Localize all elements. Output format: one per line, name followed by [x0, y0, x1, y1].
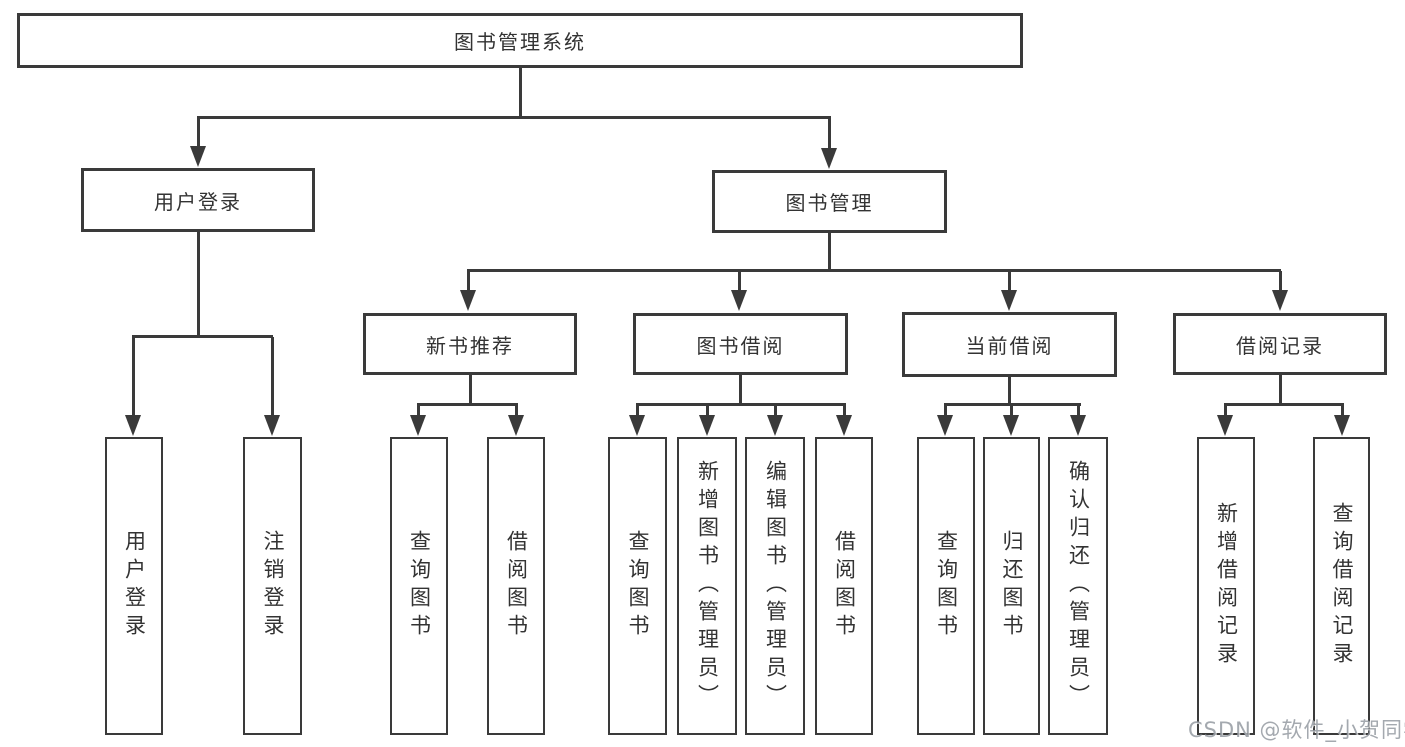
- connector-line: [197, 232, 200, 337]
- node-leaf-records-query-label: 查询借阅记录: [1330, 502, 1354, 670]
- arrowhead-down-icon: [731, 290, 747, 311]
- connector-line: [636, 403, 846, 406]
- node-book-borrow-label: 图书借阅: [696, 333, 785, 358]
- arrowhead-down-icon: [767, 415, 783, 436]
- node-borrow-records: 借阅记录: [1173, 313, 1387, 375]
- node-leaf-current-return-label: 归还图书: [1000, 530, 1024, 642]
- connector-line: [417, 403, 518, 406]
- connector-line: [739, 375, 742, 405]
- arrowhead-down-icon: [508, 415, 524, 436]
- connector-line: [1341, 405, 1344, 416]
- node-book-borrow: 图书借阅: [633, 313, 848, 375]
- node-root: 图书管理系统: [17, 13, 1023, 68]
- connector-line: [1010, 405, 1013, 416]
- arrowhead-down-icon: [460, 290, 476, 311]
- arrowhead-down-icon: [1217, 415, 1233, 436]
- connector-line: [738, 271, 741, 291]
- connector-line: [828, 118, 831, 150]
- arrowhead-down-icon: [1272, 290, 1288, 311]
- connector-line: [1224, 403, 1344, 406]
- node-leaf-logout: 注销登录: [243, 437, 302, 735]
- node-root-label: 图书管理系统: [454, 30, 586, 54]
- node-user-login-label: 用户登录: [154, 189, 242, 214]
- arrowhead-down-icon: [190, 146, 206, 167]
- node-leaf-logout-label: 注销登录: [261, 530, 285, 642]
- node-user-login: 用户登录: [81, 168, 315, 232]
- arrowhead-down-icon: [264, 415, 280, 436]
- node-leaf-borrow-edit: 编辑图书（管理员）: [745, 437, 805, 735]
- connector-line: [828, 233, 831, 271]
- node-leaf-records-query: 查询借阅记录: [1313, 437, 1370, 735]
- node-book-mgmt: 图书管理: [712, 170, 947, 233]
- node-leaf-borrow-edit-label: 编辑图书（管理员）: [763, 460, 788, 712]
- connector-line: [132, 337, 135, 415]
- connector-line: [1279, 375, 1282, 405]
- node-leaf-user-login-label: 用户登录: [122, 530, 147, 642]
- arrowhead-down-icon: [937, 415, 953, 436]
- connector-line: [1224, 405, 1227, 416]
- node-leaf-records-add: 新增借阅记录: [1197, 437, 1255, 735]
- arrowhead-down-icon: [1070, 415, 1086, 436]
- connector-line: [774, 405, 777, 416]
- connector-line: [944, 405, 947, 416]
- node-leaf-borrow-add-label: 新增图书（管理员）: [695, 460, 720, 712]
- arrowhead-down-icon: [1001, 290, 1017, 311]
- connector-line: [1279, 271, 1282, 291]
- arrowhead-down-icon: [629, 415, 645, 436]
- connector-line: [706, 405, 709, 416]
- csdn-watermark: CSDN @软件_小贺同学: [1188, 718, 1405, 742]
- node-leaf-newbook-query: 查询图书: [390, 437, 448, 735]
- node-book-mgmt-label: 图书管理: [785, 191, 874, 215]
- node-leaf-newbook-borrow-label: 借阅图书: [504, 530, 529, 642]
- connector-line: [197, 116, 831, 119]
- arrowhead-down-icon: [699, 415, 715, 436]
- node-leaf-current-confirm-label: 确认归还（管理员）: [1066, 460, 1091, 712]
- connector-line: [417, 405, 420, 416]
- node-leaf-borrow-borrow-label: 借阅图书: [832, 530, 857, 642]
- node-leaf-borrow-query-label: 查询图书: [626, 530, 650, 642]
- arrowhead-down-icon: [125, 415, 141, 436]
- connector-line: [944, 403, 1081, 406]
- connector-line: [1008, 271, 1011, 291]
- node-current-borrow: 当前借阅: [902, 312, 1117, 377]
- arrowhead-down-icon: [1003, 415, 1019, 436]
- node-leaf-borrow-query: 查询图书: [608, 437, 667, 735]
- node-leaf-current-query: 查询图书: [917, 437, 975, 735]
- connector-line: [467, 271, 470, 291]
- connector-line: [515, 405, 518, 416]
- node-new-book-rec-label: 新书推荐: [426, 333, 514, 358]
- node-leaf-current-return: 归还图书: [983, 437, 1040, 735]
- connector-line: [1008, 377, 1011, 405]
- node-new-book-rec: 新书推荐: [363, 313, 577, 375]
- node-leaf-current-confirm: 确认归还（管理员）: [1048, 437, 1108, 735]
- node-leaf-newbook-query-label: 查询图书: [407, 530, 432, 642]
- connector-line: [519, 68, 522, 118]
- node-leaf-user-login: 用户登录: [105, 437, 163, 735]
- node-current-borrow-label: 当前借阅: [965, 334, 1054, 358]
- connector-line: [1077, 405, 1080, 416]
- node-leaf-newbook-borrow: 借阅图书: [487, 437, 545, 735]
- connector-line: [271, 337, 274, 415]
- connector-line: [132, 335, 273, 338]
- arrowhead-down-icon: [836, 415, 852, 436]
- node-leaf-borrow-borrow: 借阅图书: [815, 437, 873, 735]
- arrowhead-down-icon: [1334, 415, 1350, 436]
- node-leaf-borrow-add: 新增图书（管理员）: [677, 437, 737, 735]
- node-leaf-records-add-label: 新增借阅记录: [1214, 502, 1239, 670]
- arrowhead-down-icon: [410, 415, 426, 436]
- connector-line: [636, 405, 639, 416]
- node-borrow-records-label: 借阅记录: [1236, 333, 1324, 358]
- connector-line: [469, 375, 472, 405]
- connector-line: [843, 405, 846, 416]
- connector-line: [467, 269, 1281, 272]
- node-leaf-current-query-label: 查询图书: [934, 530, 959, 642]
- arrowhead-down-icon: [821, 148, 837, 169]
- connector-line: [197, 118, 200, 148]
